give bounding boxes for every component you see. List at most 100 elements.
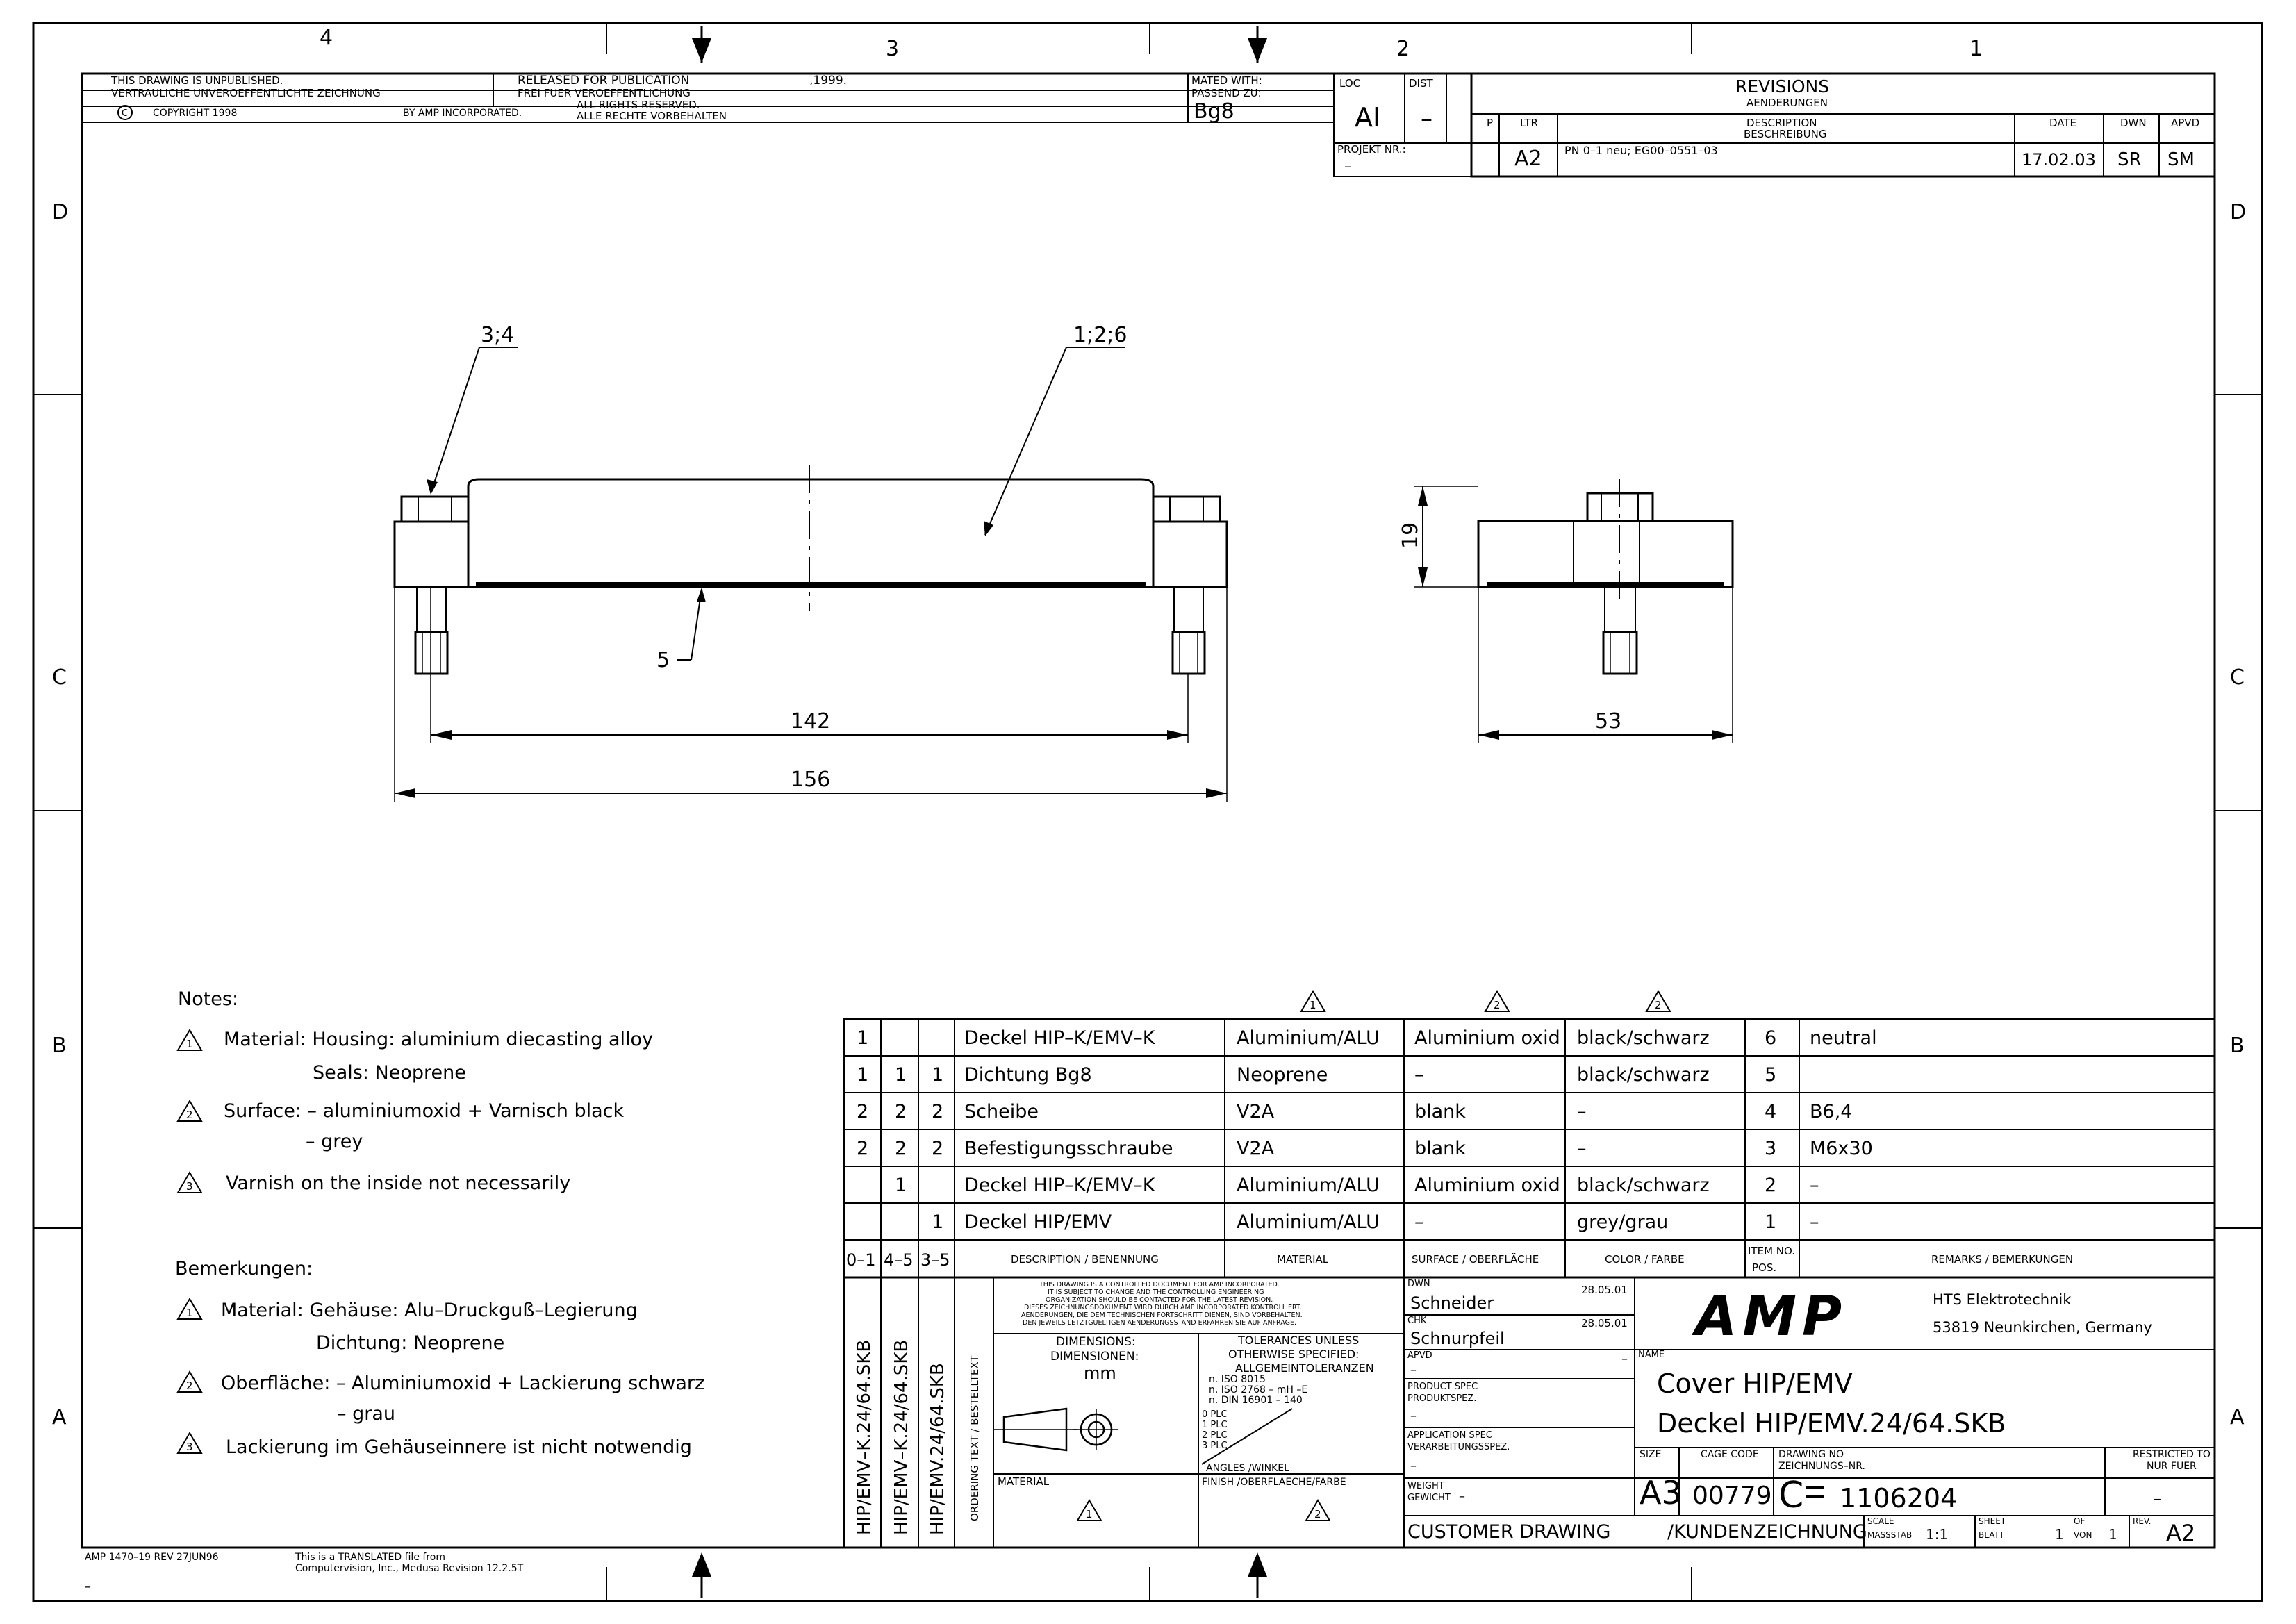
- bom-head-q1: 0–1: [846, 1250, 876, 1270]
- mated-label-de: PASSEND ZU:: [1191, 87, 1262, 99]
- loc-value: AI: [1355, 102, 1380, 133]
- tol-line5: n. ISO 2768 – mH –E: [1209, 1384, 1307, 1395]
- bom-r2-item: 5: [1765, 1064, 1776, 1086]
- notes: Notes: 1 Material: Housing: aluminium di…: [175, 988, 704, 1458]
- mated-label: MATED WITH:: [1191, 74, 1262, 87]
- rev-col-p: P: [1487, 117, 1493, 129]
- ordering-label: ORDERING TEXT / BESTELLTEXT: [968, 1355, 981, 1521]
- bom-table: 1 2 2 1 Deckel HIP–K/EMV–K Aluminium/ALU…: [843, 990, 2216, 1279]
- bem2-line2: – grau: [337, 1403, 395, 1425]
- drawing-no-prefix: C: [1778, 1475, 1803, 1516]
- bom-r2-color: black/schwarz: [1577, 1064, 1710, 1086]
- bom-r5-material: Aluminium/ALU: [1237, 1175, 1380, 1196]
- bom-head-q2: 4–5: [884, 1250, 914, 1270]
- bem1-line1: Material: Gehäuse: Alu–Druckguß–Legierun…: [221, 1300, 638, 1321]
- projekt-value: –: [1344, 158, 1351, 174]
- bom-r4-desc: Befestigungsschraube: [964, 1138, 1173, 1159]
- bom-r4-remarks: M6x30: [1810, 1138, 1873, 1159]
- note2-triangle-num: 2: [186, 1109, 193, 1121]
- zone-labels: 4 3 2 1 D C B A D C B A: [52, 26, 2246, 1430]
- bom-r1-remarks: neutral: [1810, 1027, 1877, 1049]
- rev-col-date: DATE: [2049, 117, 2076, 129]
- amp-logo-text: AMP: [1691, 1286, 1847, 1348]
- company-address: 53819 Neunkirchen, Germany: [1933, 1319, 2152, 1336]
- bom-head-item: ITEM NO.: [1748, 1245, 1795, 1257]
- finish-flag: 2: [1314, 1508, 1321, 1521]
- bom-r4-material: V2A: [1237, 1138, 1275, 1159]
- tol-line3: ALLGEMEINTOLERANZEN: [1235, 1361, 1374, 1375]
- flag-color: 2: [1655, 999, 1662, 1011]
- zone-right-d: D: [2230, 200, 2246, 224]
- ctrl-line5: AENDERUNGEN, DIE DEM TECHNISCHEN FORTSCH…: [1021, 1311, 1303, 1319]
- drawing-no-value: 1106204: [1840, 1483, 1957, 1514]
- zone-top-4: 4: [320, 26, 333, 50]
- bom-r1-material: Aluminium/ALU: [1237, 1027, 1380, 1049]
- dim-19: 19: [1398, 522, 1423, 549]
- revisions-title: REVISIONS: [1735, 76, 1829, 97]
- app-spec-value: –: [1410, 1459, 1417, 1473]
- ctrl-line2: IT IS SUBJECT TO CHANGE AND THE CONTROLL…: [1048, 1289, 1264, 1296]
- note1-line1: Material: Housing: aluminium diecasting …: [224, 1029, 653, 1050]
- rev-col-apvd: APVD: [2171, 117, 2199, 129]
- bom-r1-item: 6: [1765, 1027, 1776, 1049]
- size-value: A3: [1640, 1474, 1682, 1511]
- bom-r6-material: Aluminium/ALU: [1237, 1211, 1380, 1233]
- bom-r3-item: 4: [1765, 1101, 1776, 1122]
- bom-r6-desc: Deckel HIP/EMV: [964, 1211, 1112, 1233]
- bom-r5-desc: Deckel HIP–K/EMV–K: [964, 1175, 1156, 1196]
- zone-left-d: D: [52, 200, 68, 224]
- released-text: RELEASED FOR PUBLICATION: [518, 74, 689, 88]
- dim-142: 142: [791, 709, 830, 734]
- bom-r4-item: 3: [1765, 1138, 1776, 1159]
- bom-head-remarks: REMARKS / BEMERKUNGEN: [1931, 1253, 2073, 1266]
- bom-head-color: COLOR / FARBE: [1605, 1253, 1685, 1266]
- projection-symbol-icon: [993, 1407, 1118, 1452]
- bom-r5-q2: 1: [895, 1175, 907, 1196]
- bom-r3-material: V2A: [1237, 1101, 1275, 1122]
- bom-r1-color: black/schwarz: [1577, 1027, 1710, 1049]
- note2-line2: – grey: [306, 1131, 363, 1152]
- bom-r4-surface: blank: [1414, 1138, 1466, 1159]
- unpublished-text: THIS DRAWING IS UNPUBLISHED.: [110, 74, 283, 87]
- bom-r6-q3: 1: [932, 1211, 943, 1233]
- tol-plc2: 2 PLC: [1202, 1430, 1228, 1441]
- released-year: ,1999.: [809, 74, 847, 88]
- ordering-text-1: HIP/EMV–K.24/64.SKB: [854, 1340, 875, 1535]
- bom-r6-remarks: –: [1810, 1211, 1819, 1233]
- by-amp-text: BY AMP INCORPORATED.: [403, 108, 522, 119]
- bom-r2-q3: 1: [932, 1064, 943, 1086]
- chk-date: 28.05.01: [1581, 1317, 1628, 1329]
- dims-label: DIMENSIONS:: [1056, 1335, 1136, 1349]
- note2-line1: Surface: – aluminiumoxid + Varnisch blac…: [224, 1100, 625, 1122]
- ctrl-line4: DIESES ZEICHNUNGSDOKUMENT WIRD DURCH AMP…: [1024, 1304, 1302, 1311]
- apvd-date: –: [1621, 1352, 1628, 1366]
- mated-value: Bg8: [1194, 99, 1234, 124]
- callout-126: 1;2;6: [1073, 323, 1127, 347]
- bom-r5-remarks: –: [1810, 1175, 1819, 1196]
- tol-line1: TOLERANCES UNLESS: [1237, 1334, 1359, 1347]
- bom-head-surface: SURFACE / OBERFLÄCHE: [1412, 1252, 1539, 1266]
- sheet-value: 1: [2055, 1526, 2064, 1543]
- sheet-label: SHEET: [1979, 1516, 2006, 1526]
- of-value: 1: [2108, 1526, 2117, 1543]
- bom-r4-q1: 2: [857, 1138, 868, 1159]
- copyright-text: COPYRIGHT 1998: [153, 108, 237, 119]
- bom-r5-item: 2: [1765, 1175, 1776, 1196]
- bom-r1-q1: 1: [857, 1027, 868, 1049]
- product-spec-label: PRODUCT SPEC: [1407, 1382, 1478, 1392]
- bom-r5-color: black/schwarz: [1577, 1175, 1710, 1196]
- rights-text: ALL RIGHTS RESERVED.: [577, 99, 700, 111]
- sheet-label-de: BLATT: [1979, 1530, 2005, 1540]
- tol-line6: n. DIN 16901 – 140: [1209, 1395, 1303, 1406]
- title-block: HIP/EMV–K.24/64.SKB HIP/EMV–K.24/64.SKB …: [843, 1276, 2216, 1549]
- bom-r3-color: –: [1577, 1101, 1587, 1122]
- name-label: NAME: [1638, 1350, 1665, 1360]
- bom-r3-q2: 2: [895, 1101, 907, 1122]
- product-spec-value: –: [1410, 1409, 1417, 1423]
- bom-r2-material: Neoprene: [1237, 1064, 1328, 1086]
- dwn-label: DWN: [1407, 1279, 1430, 1289]
- released-de-text: FREI FUER VEROEFFENTLICHUNG: [518, 87, 691, 99]
- drawing-no-prefix-icon: C: [1778, 1475, 1824, 1516]
- scale-label: SCALE: [1867, 1516, 1894, 1526]
- app-spec-label-de: VERARBEITUNGSSPEZ.: [1407, 1442, 1510, 1452]
